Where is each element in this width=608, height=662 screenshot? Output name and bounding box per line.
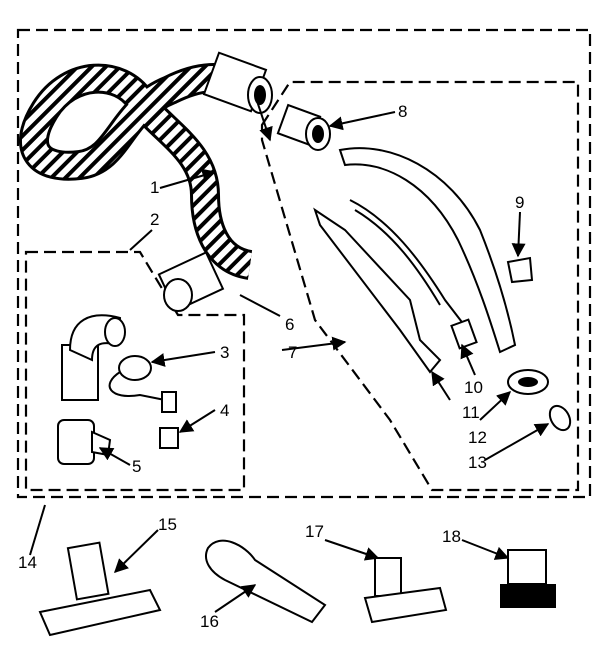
label-16: 16: [200, 612, 219, 631]
label-10: 10: [464, 378, 483, 397]
label-3: 3: [220, 343, 229, 362]
label-1: 1: [150, 178, 159, 197]
hose-cuff-top: [202, 51, 273, 114]
cap-part: [548, 404, 572, 432]
elbow-adapter: [61, 314, 126, 401]
wand-assembly: [313, 147, 517, 374]
mount-plate: [159, 427, 179, 449]
label-2: 2: [150, 210, 159, 229]
label-17: 17: [305, 522, 324, 541]
grip-part: [507, 369, 549, 395]
dust-cup: [57, 419, 112, 465]
attachment-group-boundary: [24, 250, 246, 492]
label-11: 11: [462, 403, 480, 422]
label-6: 6: [285, 315, 294, 334]
wand-group-boundary: [260, 80, 580, 492]
label-8: 8: [398, 102, 407, 121]
floor-nozzle: [38, 541, 162, 637]
label-9: 9: [515, 193, 524, 212]
cord-grommet: [108, 355, 177, 413]
clip-part: [506, 256, 534, 284]
label-4: 4: [220, 401, 229, 420]
label-18: 18: [442, 527, 461, 546]
label-15: 15: [158, 515, 177, 534]
label-14: 14: [18, 553, 37, 572]
swivel-coupling: [276, 103, 331, 151]
hose-cuff-bottom: [157, 251, 225, 313]
label-5: 5: [132, 457, 141, 476]
label-13: 13: [468, 453, 487, 472]
callout-numbers: 1 2 3 4 5 6 7 8 9 10 11 12 13 14 15 16 1…: [18, 102, 524, 631]
leader-lines: [29, 94, 550, 613]
kit-boundary: [16, 28, 592, 499]
label-12: 12: [468, 428, 487, 447]
label-7: 7: [288, 343, 297, 362]
dusting-brush: [500, 549, 556, 608]
hose: [19, 63, 255, 280]
upholstery-nozzle: [363, 557, 448, 624]
crevice-tool: [205, 539, 327, 624]
